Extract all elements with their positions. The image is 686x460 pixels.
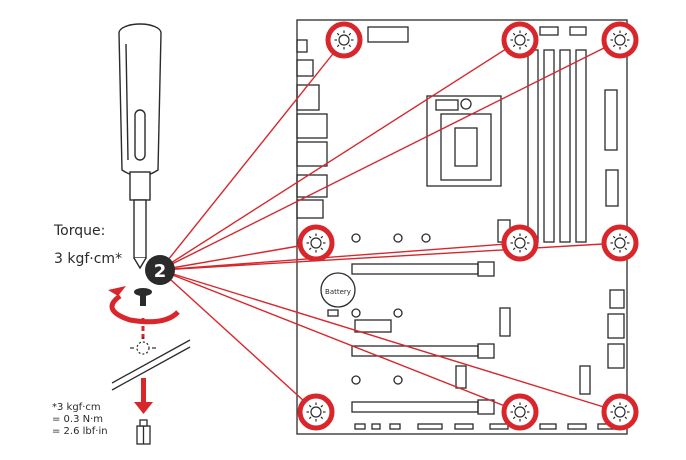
mount-hole-icon [325, 21, 363, 59]
mount-hole-icon [501, 21, 539, 59]
screwdriver-icon [118, 23, 162, 270]
standoff-icon [136, 419, 151, 445]
battery-label: Battery [325, 288, 351, 296]
down-arrow-icon [134, 378, 153, 414]
motherboard [296, 19, 628, 435]
mount-hole-icon [601, 393, 639, 431]
screw-icon [134, 288, 152, 306]
torque-title: Torque: [54, 223, 106, 239]
footnote-line-3: = 2.6 lbf·in [52, 426, 108, 437]
footnote-line-2: = 0.3 N·m [52, 414, 104, 425]
rotate-arrow-icon [108, 286, 180, 325]
torque-value: 3 kgf·cm* [54, 251, 123, 267]
mount-hole-icon [501, 224, 539, 262]
board-edge [111, 339, 191, 391]
hole-marker-icon [130, 337, 156, 355]
step-number: 2 [154, 261, 167, 282]
mount-hole-icon [601, 21, 639, 59]
step-badge [145, 255, 175, 285]
mount-hole-icon [501, 393, 539, 431]
mount-hole-icon [297, 224, 335, 262]
mount-hole-icon [601, 224, 639, 262]
mount-holes [297, 21, 639, 431]
mount-hole-icon [297, 393, 335, 431]
footnote-line-1: *3 kgf·cm [52, 402, 101, 413]
mount-lines [159, 39, 621, 413]
